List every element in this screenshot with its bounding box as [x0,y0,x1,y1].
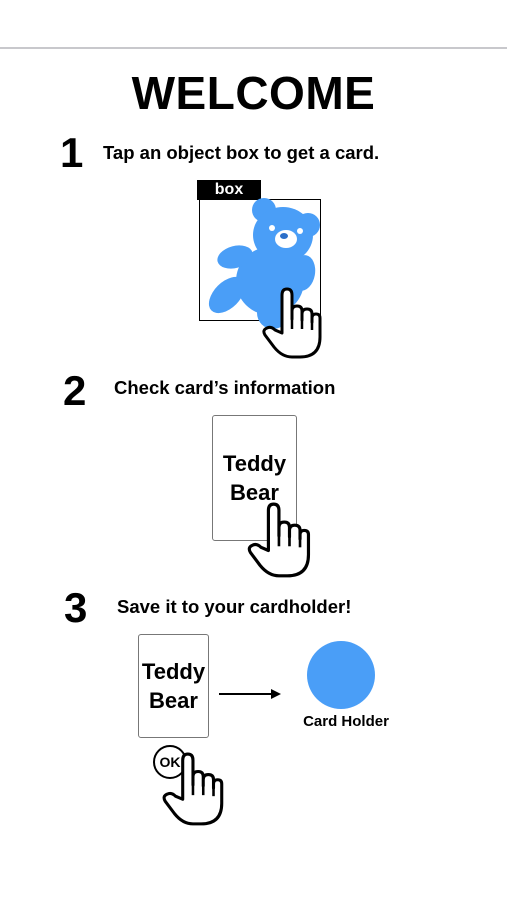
card-name-line-1: Teddy [141,659,206,684]
step-2-number: 2 [63,367,87,414]
card-name-line-1: Teddy [222,451,287,476]
tap-hand-icon [162,752,224,826]
saved-card[interactable]: Teddy Bear [138,634,209,738]
card-name-line-2: Bear [149,688,198,713]
tap-hand-icon [247,502,311,578]
card-name-line-2: Bear [230,480,279,505]
tap-hand-icon [262,287,322,359]
step-1-text: Tap an object box to get a card. [103,142,380,163]
info-card[interactable]: Teddy Bear [212,415,297,541]
top-divider [0,47,507,49]
step-1-number: 1 [60,129,84,176]
arrow-right-icon [219,689,281,699]
step-3-text: Save it to your cardholder! [117,596,352,617]
step-2-text: Check card’s information [114,377,336,398]
page-title: WELCOME [131,67,376,119]
step-3-number: 3 [64,584,88,631]
card-holder-icon[interactable] [307,641,375,709]
object-box-label: box [197,180,261,200]
card-holder-label: Card Holder [303,713,389,730]
